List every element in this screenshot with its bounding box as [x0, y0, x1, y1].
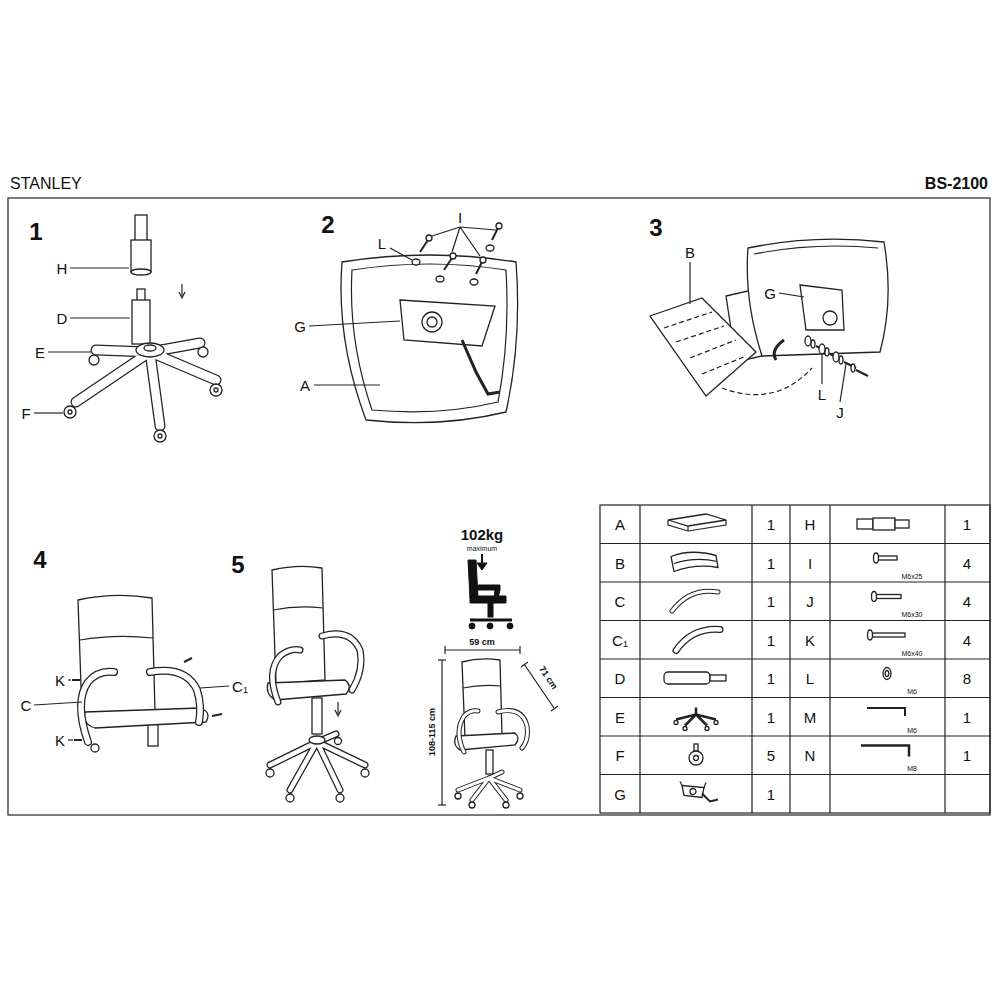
table-cell: C [615, 594, 626, 609]
dimension-label: 108-115 cm [428, 708, 437, 756]
step1-parts [34, 215, 222, 442]
part-callout: D [57, 311, 68, 326]
table-cell: M [804, 709, 817, 724]
table-cell: D [615, 671, 626, 686]
part-callout: C₁ [232, 679, 248, 694]
step-number: 5 [231, 553, 244, 577]
part-callout: G [764, 286, 776, 301]
part-callout: G [294, 319, 306, 334]
table-cell: 1 [767, 517, 775, 532]
page-frame [8, 198, 990, 815]
small-note: M6 [907, 726, 917, 733]
weight-limit: 102kg [461, 527, 504, 542]
table-cell: 1 [767, 632, 775, 647]
table-cell: 1 [963, 517, 971, 532]
small-note: M6x40 [901, 649, 922, 656]
step-number: 1 [29, 220, 42, 244]
part-callout: K [55, 733, 65, 748]
step-number: 4 [33, 548, 46, 572]
part-callout: A [300, 378, 310, 393]
table-cell: I [808, 555, 812, 570]
table-cell: 1 [767, 671, 775, 686]
table-cell: 1 [767, 594, 775, 609]
table-cell: 5 [767, 748, 775, 763]
step-number: 2 [321, 213, 334, 237]
table-cell: 4 [963, 632, 971, 647]
table-cell: 4 [963, 594, 971, 609]
dimension-label: 59 cm [469, 638, 495, 647]
model-code: BS-2100 [925, 176, 988, 192]
dimension-label: 71 cm [537, 665, 559, 691]
part-callout: K [55, 673, 65, 688]
table-cell: 1 [767, 555, 775, 570]
table-cell: B [615, 555, 625, 570]
table-cell: H [805, 517, 816, 532]
part-callout: F [21, 406, 30, 421]
part-callout: L [818, 387, 826, 402]
small-note: M8 [907, 765, 917, 772]
table-cell: 1 [767, 709, 775, 724]
step4-chair [34, 595, 229, 752]
table-icons-hardware [857, 518, 909, 757]
table-cell: J [806, 594, 814, 609]
table-cell: 1 [767, 786, 775, 801]
product-title: STANLEY [10, 176, 82, 192]
dimension-figure [438, 646, 558, 808]
part-callout: E [35, 345, 45, 360]
table-cell: 1 [963, 709, 971, 724]
table-cell: L [806, 671, 814, 686]
step3-parts [650, 239, 888, 402]
table-cell: F [615, 748, 624, 763]
part-callout: H [57, 261, 68, 276]
small-note: M6x30 [901, 611, 922, 618]
table-cell: 4 [963, 555, 971, 570]
parts-table [600, 505, 990, 813]
weight-icon [468, 554, 513, 629]
table-cell: G [614, 786, 626, 801]
step2-parts [309, 223, 518, 423]
part-callout: L [378, 236, 386, 251]
small-note: M6x25 [901, 572, 922, 579]
table-cell: N [805, 748, 816, 763]
part-callout: J [836, 405, 844, 420]
table-icons [664, 514, 726, 802]
small-note: maximum [467, 545, 497, 552]
table-cell: K [805, 632, 815, 647]
step5-chair [266, 566, 369, 802]
part-callout: C [21, 698, 32, 713]
table-cell: E [615, 709, 625, 724]
table-cell: 8 [963, 671, 971, 686]
table-cell: C₁ [612, 632, 628, 647]
table-cell: 1 [963, 748, 971, 763]
part-callout: B [685, 245, 695, 260]
small-note: M6 [907, 688, 917, 695]
step-number: 3 [649, 216, 662, 240]
part-callout: I [458, 210, 462, 225]
table-cell: A [615, 517, 625, 532]
